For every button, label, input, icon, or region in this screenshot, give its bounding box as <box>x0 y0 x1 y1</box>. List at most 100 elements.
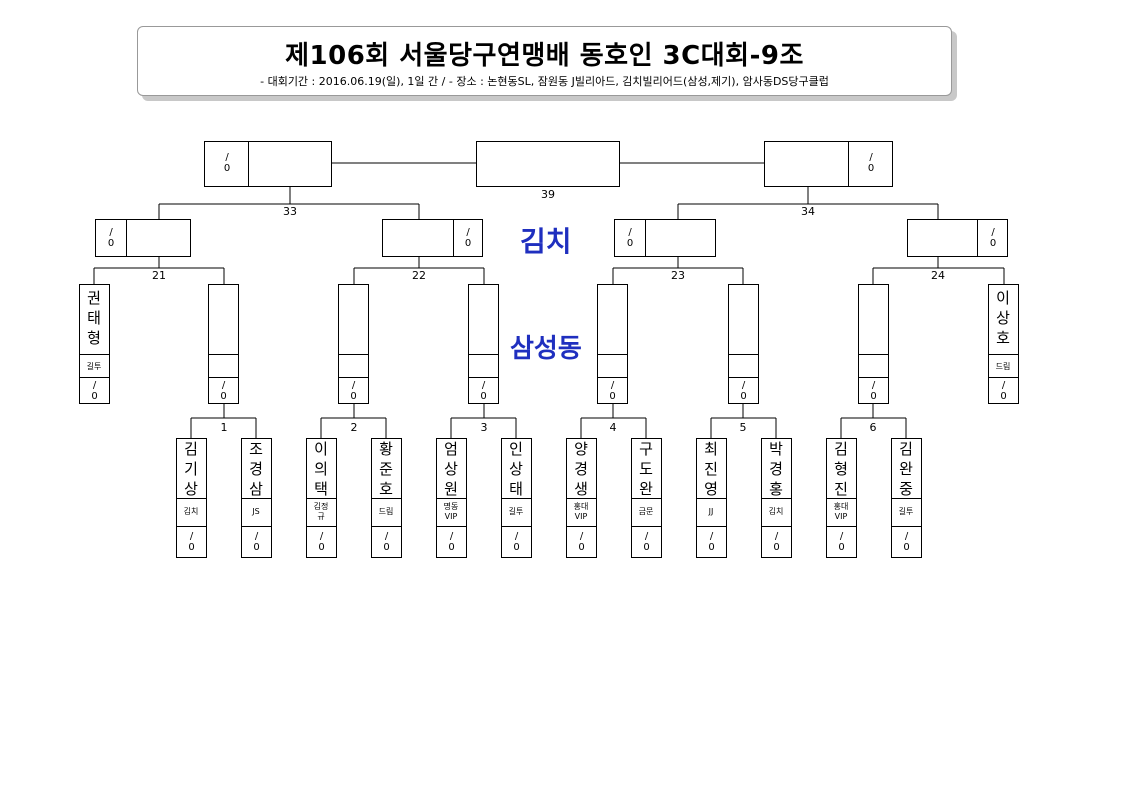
divider <box>645 219 646 257</box>
player-club: 김치 <box>183 507 199 516</box>
divider <box>468 354 499 355</box>
player-name-char: 택 <box>314 480 328 498</box>
divider <box>436 526 467 527</box>
divider <box>696 498 727 499</box>
divider <box>826 526 857 527</box>
player-name-char: 경 <box>249 460 263 478</box>
player-club: 길투 <box>508 507 524 516</box>
title-banner: 제106회 서울당구연맹배 동호인 3C대회-9조 - 대회기간 : 2016.… <box>137 26 952 96</box>
venue-label-lower: 삼성동 <box>510 334 582 364</box>
divider <box>597 354 628 355</box>
player-name-char: 홍 <box>769 480 783 498</box>
player-club: 김정 <box>313 502 329 511</box>
divider <box>126 219 127 257</box>
page-title: 제106회 서울당구연맹배 동호인 3C대회-9조 <box>285 41 804 71</box>
player-name-char: 김 <box>899 440 913 458</box>
player-club: JS <box>252 507 260 516</box>
divider <box>848 141 849 187</box>
player-club: 규 <box>317 512 325 521</box>
player-name-char: 준 <box>379 460 393 478</box>
player-name-char: 김 <box>184 440 198 458</box>
player-score: /0 <box>609 380 616 402</box>
divider <box>891 526 922 527</box>
player-name-char: 상 <box>444 460 458 478</box>
player-name-char: 완 <box>639 480 653 498</box>
match-label-22: 22 <box>412 269 426 282</box>
player-name-char: 호 <box>379 480 393 498</box>
player-score: /0 <box>773 531 780 553</box>
player-score: /0 <box>740 380 747 402</box>
match-label-34: 34 <box>801 205 815 218</box>
player-name-char: 형 <box>834 460 848 478</box>
final-right-slot <box>764 141 893 187</box>
final-right-score: /0 <box>867 152 875 174</box>
divider <box>241 526 272 527</box>
match-label-23: 23 <box>671 269 685 282</box>
player-card <box>728 284 759 404</box>
divider <box>338 354 369 355</box>
page-subtitle: - 대회기간 : 2016.06.19(일), 1일 간 / - 장소 : 논현… <box>260 75 829 88</box>
match-label-24: 24 <box>931 269 945 282</box>
match-label-33: 33 <box>283 205 297 218</box>
divider <box>597 377 628 378</box>
match-label: 4 <box>609 421 617 434</box>
semi-score: /0 <box>464 227 472 249</box>
player-score: /0 <box>220 380 227 402</box>
divider <box>761 498 792 499</box>
match-label: 5 <box>739 421 747 434</box>
venue-label-upper: 김치 <box>520 225 572 258</box>
player-club: 홍대 <box>573 502 589 511</box>
player-club: VIP <box>834 512 848 521</box>
semi-slot <box>907 219 1008 257</box>
divider <box>501 526 532 527</box>
player-name-char: 상 <box>184 480 198 498</box>
player-name-char: 이 <box>314 440 328 458</box>
divider <box>79 354 110 355</box>
player-name-char: 원 <box>444 480 458 498</box>
divider <box>208 377 239 378</box>
semi-score: /0 <box>107 227 115 249</box>
divider <box>306 498 337 499</box>
player-name-char: 조 <box>249 440 263 458</box>
champion-slot <box>476 141 620 187</box>
divider <box>891 498 922 499</box>
divider <box>306 526 337 527</box>
semi-slot <box>382 219 483 257</box>
semi-slot <box>614 219 716 257</box>
final-left-score: /0 <box>223 152 231 174</box>
match-label-21: 21 <box>152 269 166 282</box>
player-name-char: 호 <box>996 329 1010 347</box>
player-name-char: 진 <box>834 480 848 498</box>
player-club: 길투 <box>898 507 914 516</box>
player-name-char: 최 <box>704 440 718 458</box>
divider <box>468 377 499 378</box>
player-name-char: 기 <box>184 460 198 478</box>
divider <box>988 354 1019 355</box>
divider <box>436 498 467 499</box>
player-name-char: 생 <box>574 480 588 498</box>
player-name-char: 경 <box>574 460 588 478</box>
player-name-char: 영 <box>704 480 718 498</box>
divider <box>631 498 662 499</box>
player-club: VIP <box>574 512 588 521</box>
divider <box>696 526 727 527</box>
player-name-char: 인 <box>509 440 523 458</box>
player-name-char: 양 <box>574 440 588 458</box>
semi-score: /0 <box>989 227 997 249</box>
player-name-char: 의 <box>314 460 328 478</box>
player-card <box>208 284 239 404</box>
divider <box>338 377 369 378</box>
player-club: 명동 <box>443 502 459 511</box>
player-score: /0 <box>448 531 455 553</box>
match-label: 3 <box>480 421 488 434</box>
divider <box>566 526 597 527</box>
player-club: VIP <box>444 512 458 521</box>
player-score: /0 <box>838 531 845 553</box>
divider <box>208 354 239 355</box>
final-left-slot <box>204 141 332 187</box>
player-name-char: 삼 <box>249 480 263 498</box>
player-card <box>858 284 889 404</box>
player-name-char: 진 <box>704 460 718 478</box>
divider <box>728 354 759 355</box>
